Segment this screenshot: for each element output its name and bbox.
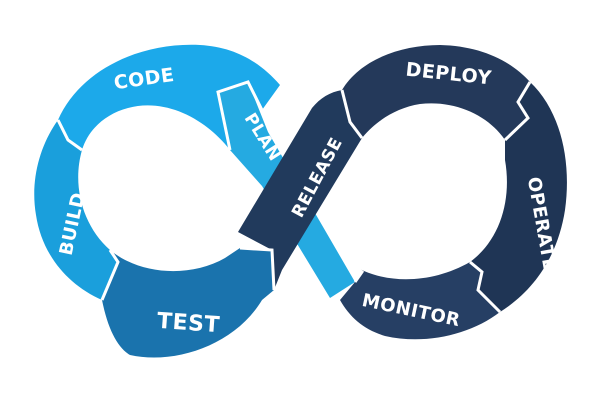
separator-release-deploy	[340, 89, 364, 139]
segment-build	[34, 120, 118, 300]
separator-operate-monitor	[469, 260, 502, 314]
segment-operate	[470, 82, 567, 312]
label-test: TEST	[156, 309, 220, 338]
separator-code-build	[56, 119, 83, 152]
segment-release	[238, 90, 362, 290]
separator-build-test	[100, 249, 120, 301]
separator-deploy-operate	[503, 81, 532, 142]
segment-monitor	[340, 262, 500, 340]
separator-test-release	[239, 246, 276, 291]
segment-test	[102, 248, 274, 358]
separator-monitor-plan	[347, 260, 365, 283]
separator-code-plan	[216, 80, 264, 151]
segment-deploy	[342, 45, 530, 140]
